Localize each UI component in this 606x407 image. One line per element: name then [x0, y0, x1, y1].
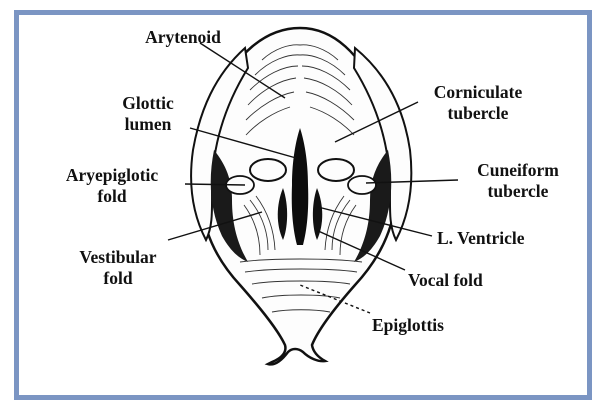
label-aryepiglotic-fold: Aryepiglotic fold — [42, 165, 182, 207]
label-cuneiform-tubercle-line1: Cuneiform — [458, 160, 578, 181]
label-epiglottis-text: Epiglottis — [372, 315, 444, 335]
label-epiglottis: Epiglottis — [372, 315, 444, 336]
label-cuneiform-tubercle-line2: tubercle — [458, 181, 578, 202]
label-corniculate-tubercle-line1: Corniculate — [418, 82, 538, 103]
label-vocal-fold-text: Vocal fold — [408, 270, 483, 290]
right-corniculate — [318, 159, 354, 181]
label-glottic-lumen-line2: lumen — [98, 114, 198, 135]
label-arytenoid-text: Arytenoid — [145, 27, 221, 47]
label-vestibular-fold-line2: fold — [58, 268, 178, 289]
right-cuneiform — [348, 176, 376, 194]
left-corniculate — [250, 159, 286, 181]
label-aryepiglotic-fold-line2: fold — [42, 186, 182, 207]
label-cuneiform-tubercle: Cuneiform tubercle — [458, 160, 578, 202]
label-l-ventricle-text: L. Ventricle — [437, 228, 525, 248]
label-vocal-fold: Vocal fold — [408, 270, 483, 291]
label-glottic-lumen-line1: Glottic — [98, 93, 198, 114]
label-corniculate-tubercle-line2: tubercle — [418, 103, 538, 124]
label-l-ventricle: L. Ventricle — [437, 228, 525, 249]
label-vestibular-fold-line1: Vestibular — [58, 247, 178, 268]
label-aryepiglotic-fold-line1: Aryepiglotic — [42, 165, 182, 186]
label-vestibular-fold: Vestibular fold — [58, 247, 178, 289]
label-glottic-lumen: Glottic lumen — [98, 93, 198, 135]
label-arytenoid: Arytenoid — [128, 27, 238, 48]
label-corniculate-tubercle: Corniculate tubercle — [418, 82, 538, 124]
